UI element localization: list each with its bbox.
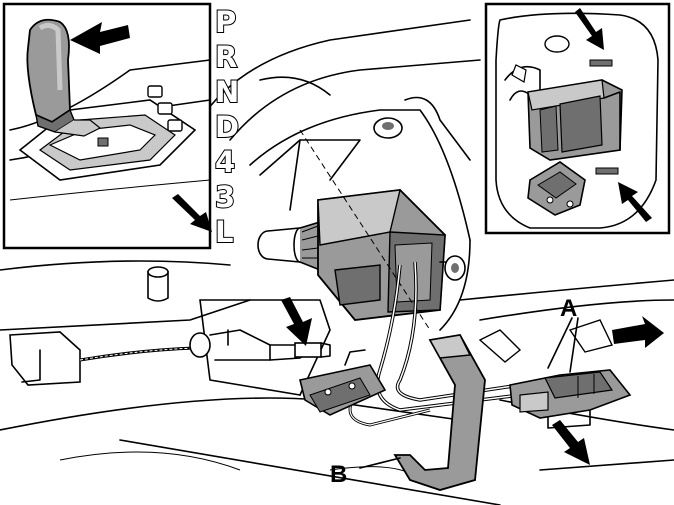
callout-b: B bbox=[330, 461, 347, 488]
stud bbox=[147, 266, 169, 302]
gear-r: R bbox=[215, 40, 237, 74]
gear-l: L bbox=[215, 215, 233, 249]
direction-arrow bbox=[281, 297, 312, 346]
cable-assembly bbox=[9, 329, 331, 386]
direction-arrow bbox=[618, 182, 652, 222]
gear-p: P bbox=[215, 5, 236, 39]
removal-tool bbox=[393, 334, 486, 491]
solenoid-detail-inset bbox=[484, 2, 671, 235]
microswitch bbox=[299, 349, 387, 416]
gear-d: D bbox=[215, 110, 239, 144]
direction-arrow bbox=[612, 316, 664, 348]
direction-arrow bbox=[70, 22, 130, 54]
gear-4: 4 bbox=[215, 145, 235, 179]
gear-shift-lever bbox=[26, 18, 102, 137]
connector-plug bbox=[478, 319, 632, 429]
direction-arrow bbox=[552, 420, 590, 465]
shifter-inset: P R N D 4 3 L bbox=[2, 2, 240, 250]
gear-3: 3 bbox=[215, 180, 235, 214]
callout-a: A bbox=[560, 295, 577, 322]
direction-arrow bbox=[172, 194, 212, 232]
gear-n: N bbox=[215, 75, 239, 109]
console-housing bbox=[0, 19, 674, 505]
direction-arrow bbox=[575, 8, 604, 50]
callout-leaders bbox=[359, 317, 579, 469]
solenoid-unit bbox=[257, 129, 466, 331]
housing-bolt bbox=[373, 117, 403, 139]
